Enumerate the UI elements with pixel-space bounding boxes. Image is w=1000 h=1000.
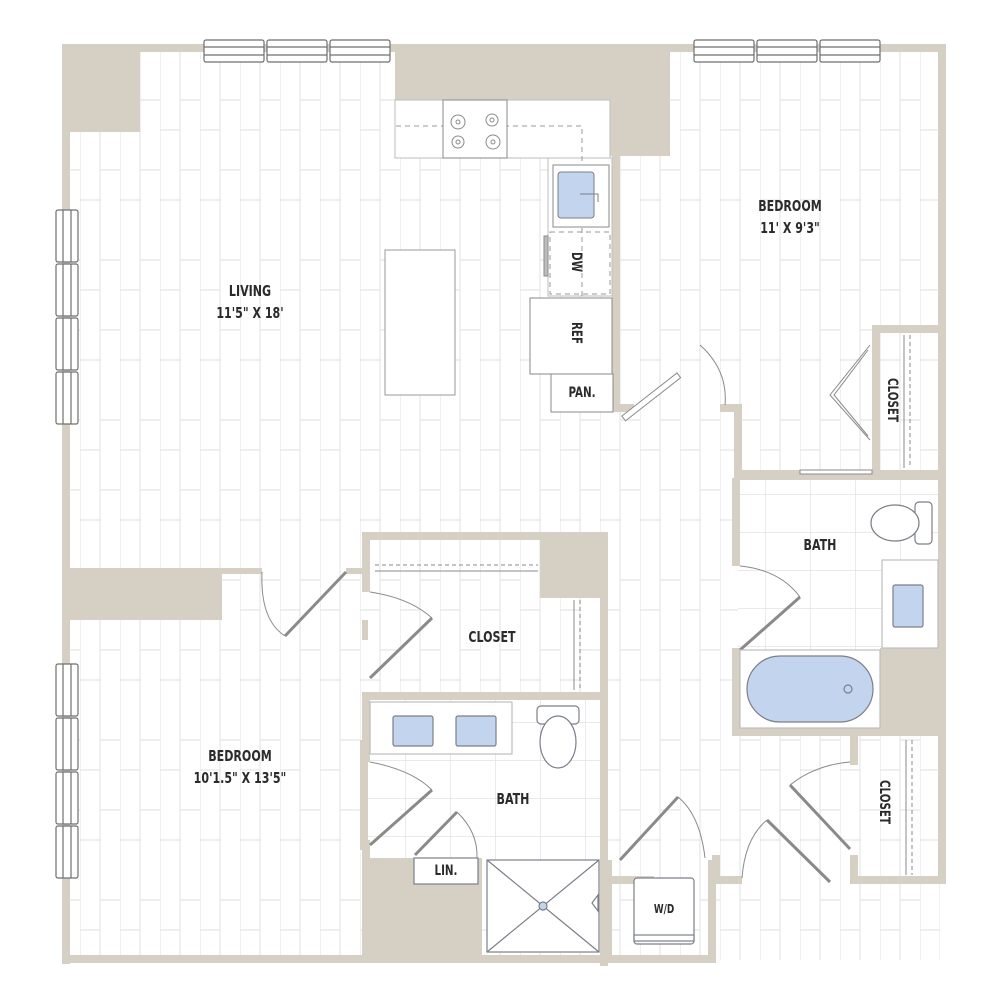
doors [261,335,913,884]
toilet-icon [870,501,933,545]
fixture-label-dw: DW [568,252,584,272]
room-label-bedroom-2: BEDROOM 10'1.5" X 13'5" [166,745,314,789]
windows [55,39,881,879]
window-left-living [55,209,79,425]
bath-2-fixtures [369,701,695,953]
window-top-left [203,39,391,63]
room-label-living: LIVING 11'5" X 18' [193,280,308,324]
walls [62,44,946,966]
room-label-closet-center: CLOSET [468,628,516,646]
fixture-label-pantry: PAN. [568,385,596,401]
room-label-bedroom-1: BEDROOM 11' X 9'3" [733,195,848,239]
door-laundry [618,795,706,862]
kitchen-island [384,249,456,396]
room-name: BEDROOM [208,747,272,765]
kitchen-sink-icon [552,164,610,228]
door-closet-bedroom-1 [829,344,871,441]
door-linen [413,810,478,859]
fixture-label-wd: W/D [653,902,675,916]
fixture-label-linen: LIN. [434,863,458,879]
door-closet-center [368,591,434,680]
door-bedroom-1 [621,344,726,422]
door-bath-1 [739,565,801,652]
flooring [68,50,940,960]
sink-icon [892,584,924,628]
door-bedroom-2 [261,570,348,638]
fixture-label-ref: REF [568,321,584,345]
room-name: BEDROOM [758,197,822,215]
room-label-closet-hall: CLOSET [876,779,892,825]
door-bath-2 [369,761,433,847]
bathtub-icon [746,655,874,723]
dishwasher [549,231,611,295]
room-dims: 11' X 9'3" [760,219,820,237]
pantry [550,373,614,413]
door-closet-hall [741,761,852,884]
sink-icon-2 [455,715,497,747]
linen-closet [413,857,479,885]
toilet-icon-2 [536,705,580,769]
sink-icon-1 [392,715,434,747]
shower-icon [486,859,600,953]
washer-dryer-icon [633,877,695,945]
room-name: LIVING [228,282,272,300]
cooktop-icon [442,99,508,159]
room-label-bath-1: BATH [803,536,837,554]
kitchen [384,99,614,413]
window-top-right [693,39,881,63]
room-label-bath-2: BATH [496,790,530,808]
room-label-closet-bedroom-1: CLOSET [884,377,900,423]
room-dims: 10'1.5" X 13'5" [193,769,287,787]
window-left-bedroom [55,663,79,879]
bath-1-fixtures [739,501,939,729]
room-dims: 11'5" X 18' [216,304,284,322]
